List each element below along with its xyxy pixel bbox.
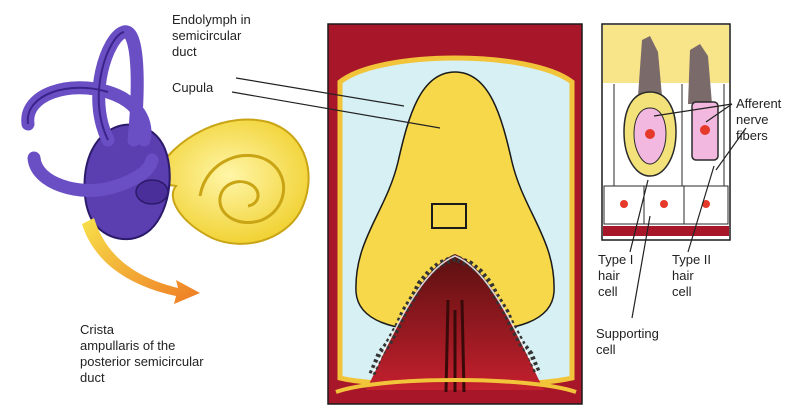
label-supporting-cell: Supporting cell [596, 326, 659, 358]
label-type-1-hair-cell: Type I hair cell [598, 252, 633, 300]
hair-cell-detail [602, 24, 730, 240]
inner-ear-labyrinth [28, 32, 309, 304]
label-afferent-nerve-fibers: Afferent nerve fibers [736, 96, 781, 144]
ampulla-cross-section [328, 24, 582, 404]
label-crista-ampullaris: Crista ampullaris of the posterior semic… [80, 322, 204, 386]
label-cupula: Cupula [172, 80, 213, 96]
label-endolymph: Endolymph in semicircular duct [172, 12, 251, 60]
cochlea [150, 120, 309, 244]
ampulla [136, 180, 168, 204]
label-type-2-hair-cell: Type II hair cell [672, 252, 711, 300]
